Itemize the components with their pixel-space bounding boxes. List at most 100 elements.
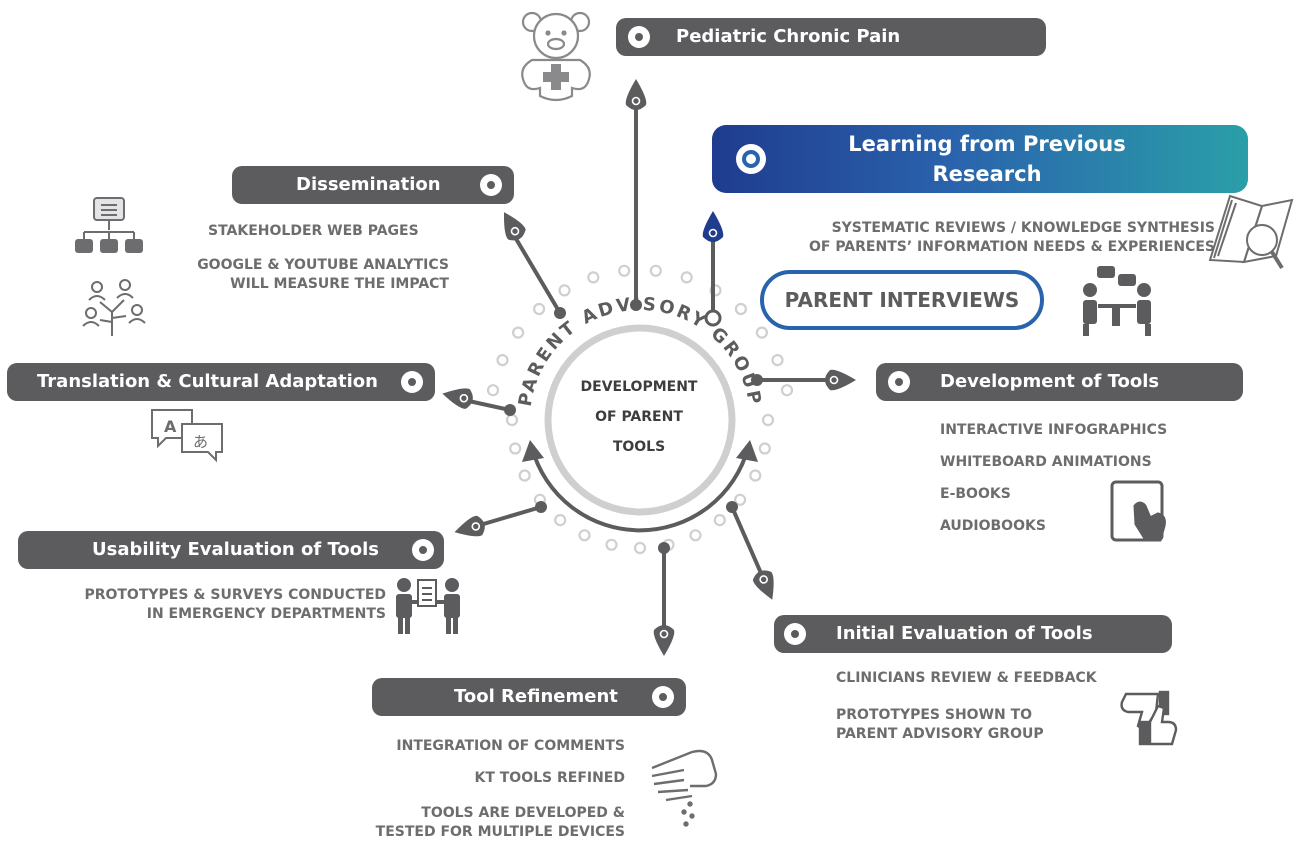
center-circle bbox=[544, 324, 736, 516]
target-icon bbox=[628, 26, 650, 48]
ring-dot bbox=[733, 493, 747, 506]
usability-item: IN EMERGENCY DEPARTMENTS bbox=[146, 606, 386, 622]
ring-dot bbox=[558, 284, 571, 297]
stage-pediatric-header: Pediatric Chronic Pain bbox=[616, 18, 1046, 56]
development-item: E-BOOKS bbox=[940, 486, 1011, 502]
connector-dissemination bbox=[510, 230, 562, 315]
ring-dot bbox=[680, 271, 693, 284]
ring-dot bbox=[518, 469, 531, 482]
learning-item: SYSTEMATIC REVIEWS / KNOWLEDGE SYNTHESIS bbox=[831, 220, 1215, 236]
svg-text:A: A bbox=[164, 417, 177, 436]
node-dot bbox=[554, 307, 566, 319]
refinement-item: INTEGRATION OF COMMENTS bbox=[396, 738, 625, 754]
refinement-item: TOOLS ARE DEVELOPED & bbox=[421, 805, 625, 821]
center-label: DEVELOPMENT OF PARENT TOOLS bbox=[552, 372, 726, 462]
ring-dot bbox=[532, 302, 546, 316]
stage-title: Dissemination bbox=[296, 174, 441, 195]
learning-item: OF PARENTS’ INFORMATION NEEDS & EXPERIEN… bbox=[808, 239, 1215, 255]
dissemination-item: WILL MEASURE THE IMPACT bbox=[230, 276, 449, 292]
development-item: INTERACTIVE INFOGRAPHICS bbox=[940, 422, 1168, 438]
stage-dissemination-header: Dissemination bbox=[232, 166, 514, 204]
connector-pin bbox=[625, 79, 647, 110]
connector-pin bbox=[653, 625, 675, 656]
connector-pin bbox=[752, 570, 774, 600]
headline-line-2: & Parent Engagement bbox=[856, 192, 1118, 216]
ring-dot bbox=[755, 326, 769, 339]
thumbs-icon bbox=[1120, 690, 1178, 746]
headline-line-1: Learning from Previous Research bbox=[848, 132, 1126, 186]
center-line-2: OF PARENT bbox=[595, 409, 683, 425]
node-dot bbox=[704, 309, 722, 327]
ring-dot bbox=[633, 541, 647, 555]
connector-pin bbox=[454, 515, 485, 537]
ring-dot bbox=[749, 469, 762, 482]
parent-interviews-box: PARENT INTERVIEWS bbox=[760, 270, 1044, 330]
sprinkle-hand-icon bbox=[651, 749, 718, 827]
dissemination-item: STAKEHOLDER WEB PAGES bbox=[208, 223, 419, 239]
ring-dot bbox=[761, 413, 775, 427]
ring-dot bbox=[496, 354, 509, 367]
ring-dot bbox=[605, 538, 618, 551]
cycle-arrowhead-right bbox=[736, 440, 758, 462]
node-dot bbox=[751, 374, 763, 386]
parent-interviews-label: PARENT INTERVIEWS bbox=[784, 288, 1020, 312]
ring-dot bbox=[713, 513, 726, 527]
connector-initial bbox=[730, 506, 766, 581]
translate-icon: A あ bbox=[151, 409, 223, 463]
stage-development-header: Development of Tools bbox=[876, 363, 1243, 401]
ring-dot bbox=[649, 264, 662, 277]
stage-title: Translation & Cultural Adaptation bbox=[37, 371, 378, 392]
ring-dot bbox=[734, 302, 748, 316]
target-icon bbox=[652, 686, 674, 708]
survey-people-icon bbox=[396, 578, 460, 634]
center-line-1: DEVELOPMENT bbox=[580, 379, 698, 395]
ring-dot bbox=[780, 384, 794, 397]
people-tree-icon bbox=[82, 279, 146, 336]
dissemination-item: GOOGLE & YOUTUBE ANALYTICS bbox=[197, 257, 449, 273]
ring-dot bbox=[758, 442, 771, 455]
connector-pin bbox=[825, 369, 856, 391]
tablet-touch-icon bbox=[1110, 480, 1166, 542]
initial-item: PARENT ADVISORY GROUP bbox=[836, 726, 1044, 742]
initial-item: CLINICIANS REVIEW & FEEDBACK bbox=[836, 670, 1097, 686]
teddy-bear-icon bbox=[521, 11, 591, 102]
ring-dot bbox=[509, 442, 522, 455]
ring-dot bbox=[578, 529, 591, 542]
book-magnifier-icon bbox=[1208, 194, 1294, 270]
target-icon bbox=[412, 539, 434, 561]
refinement-item: KT TOOLS REFINED bbox=[474, 770, 625, 786]
ring-dot bbox=[689, 529, 702, 542]
node-dot bbox=[504, 404, 516, 416]
connector-pin bbox=[442, 388, 473, 409]
interview-icon bbox=[1083, 266, 1151, 336]
cycle-arrowhead-left bbox=[522, 440, 544, 462]
target-icon bbox=[736, 144, 766, 174]
stage-title: Development of Tools bbox=[940, 371, 1160, 392]
dotted-ring bbox=[486, 264, 794, 555]
stage-usability-header: Usability Evaluation of Tools bbox=[18, 531, 444, 569]
node-dot bbox=[535, 501, 547, 513]
stage-title: Pediatric Chronic Pain bbox=[676, 26, 901, 47]
target-icon bbox=[480, 174, 502, 196]
stage-refinement-header: Tool Refinement bbox=[372, 678, 686, 716]
ring-dot bbox=[709, 284, 722, 297]
refinement-item: TESTED FOR MULTIPLE DEVICES bbox=[375, 824, 625, 840]
initial-item: PROTOTYPES SHOWN TO bbox=[836, 707, 1033, 723]
stage-translation-header: Translation & Cultural Adaptation bbox=[7, 363, 435, 401]
ring-dot bbox=[486, 384, 500, 397]
connector-pin bbox=[503, 212, 526, 241]
stage-title: Tool Refinement bbox=[454, 686, 618, 707]
ring-dot bbox=[505, 413, 519, 427]
stage-title: Initial Evaluation of Tools bbox=[836, 623, 1093, 644]
development-item: WHITEBOARD ANIMATIONS bbox=[940, 454, 1152, 470]
target-icon bbox=[784, 623, 806, 645]
svg-text:あ: あ bbox=[193, 433, 208, 451]
learning-headline: Learning from Previous Research & Parent… bbox=[712, 125, 1248, 216]
target-icon bbox=[401, 371, 423, 393]
ring-dot bbox=[771, 354, 784, 367]
network-icon bbox=[75, 197, 143, 253]
stage-initial-header: Initial Evaluation of Tools bbox=[774, 615, 1172, 653]
cycle-arrow bbox=[530, 447, 750, 533]
